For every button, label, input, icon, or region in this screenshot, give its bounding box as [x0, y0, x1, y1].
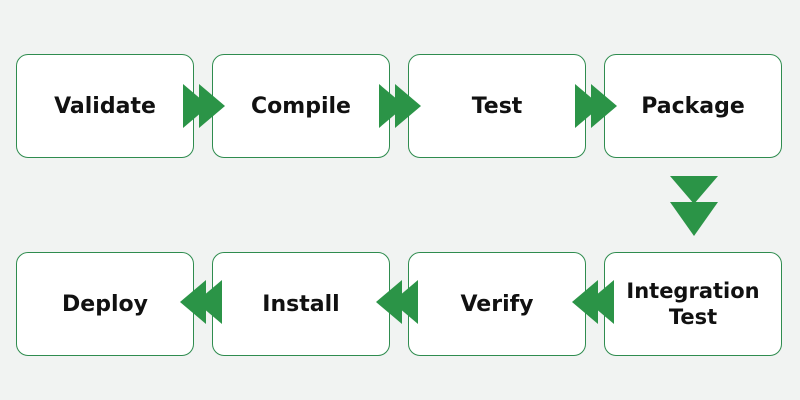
double-chevron-left-icon [370, 280, 418, 324]
step-deploy: Deploy [16, 252, 194, 356]
double-chevron-right-icon [379, 84, 427, 128]
step-install: Install [212, 252, 390, 356]
step-integration-test: Integration Test [604, 252, 782, 356]
step-compile-label: Compile [251, 93, 351, 119]
step-validate-label: Validate [54, 93, 156, 119]
double-chevron-right-icon [183, 84, 231, 128]
step-test: Test [408, 54, 586, 158]
step-compile: Compile [212, 54, 390, 158]
step-validate: Validate [16, 54, 194, 158]
step-deploy-label: Deploy [62, 291, 148, 317]
double-chevron-left-icon [566, 280, 614, 324]
step-verify-label: Verify [460, 291, 534, 317]
double-chevron-left-icon [174, 280, 222, 324]
double-chevron-right-icon [575, 84, 623, 128]
step-verify: Verify [408, 252, 586, 356]
step-package-label: Package [641, 93, 745, 119]
step-integration-test-label: Integration Test [626, 279, 760, 329]
double-chevron-down-icon [670, 176, 718, 238]
step-install-label: Install [262, 291, 340, 317]
step-package: Package [604, 54, 782, 158]
step-test-label: Test [471, 93, 523, 119]
